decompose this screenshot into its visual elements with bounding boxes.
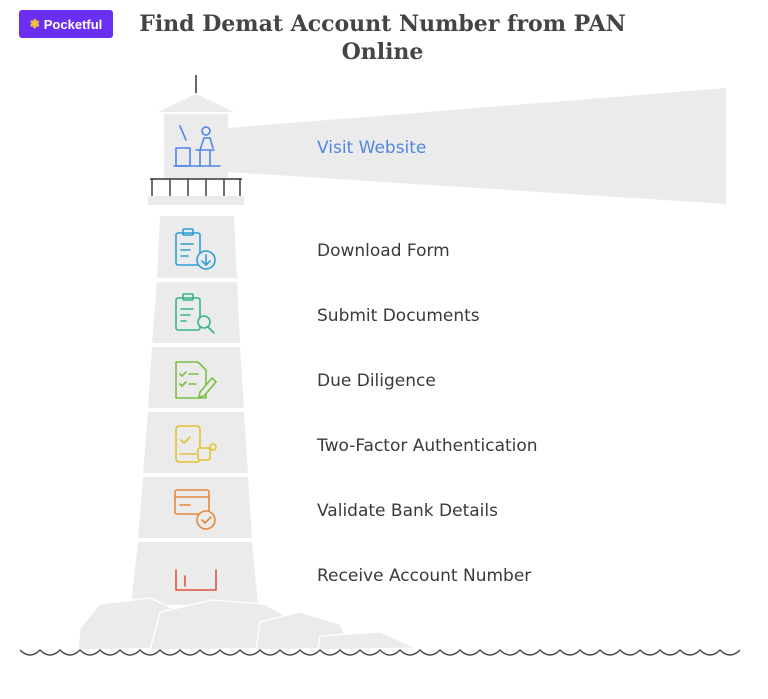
step-label-due-diligence: Due Diligence bbox=[317, 371, 436, 391]
step-label-submit-documents: Submit Documents bbox=[317, 306, 480, 326]
light-beam bbox=[228, 88, 726, 204]
lighthouse-roof bbox=[158, 94, 234, 112]
lantern-room bbox=[164, 114, 228, 178]
step-label-visit-website: Visit Website bbox=[317, 138, 427, 158]
person-at-desk-icon bbox=[173, 125, 221, 167]
flower-icon: ❃ bbox=[29, 17, 40, 31]
clipboard-download-icon bbox=[175, 228, 216, 270]
sea-waves bbox=[19, 649, 741, 656]
step-label-receive-account-number: Receive Account Number bbox=[317, 566, 532, 586]
step-label-validate-bank-details: Validate Bank Details bbox=[317, 501, 498, 521]
rocks bbox=[77, 597, 417, 651]
step-label-two-factor-authentication: Two-Factor Authentication bbox=[317, 436, 538, 456]
step-label-download-form: Download Form bbox=[317, 241, 450, 261]
card-check-icon bbox=[174, 489, 216, 530]
balcony-railing bbox=[150, 178, 242, 196]
account-number-icon bbox=[175, 569, 217, 591]
clipboard-search-icon bbox=[175, 293, 215, 334]
lighthouse-tower bbox=[131, 216, 258, 605]
balcony-deck bbox=[148, 196, 244, 205]
page-title: Find Demat Account Number from PAN Onlin… bbox=[139, 11, 626, 65]
phone-key-icon bbox=[175, 425, 217, 463]
brand-logo: ❃ Pocketful bbox=[19, 10, 113, 38]
checklist-pen-icon bbox=[175, 361, 217, 399]
brand-name: Pocketful bbox=[43, 16, 103, 32]
